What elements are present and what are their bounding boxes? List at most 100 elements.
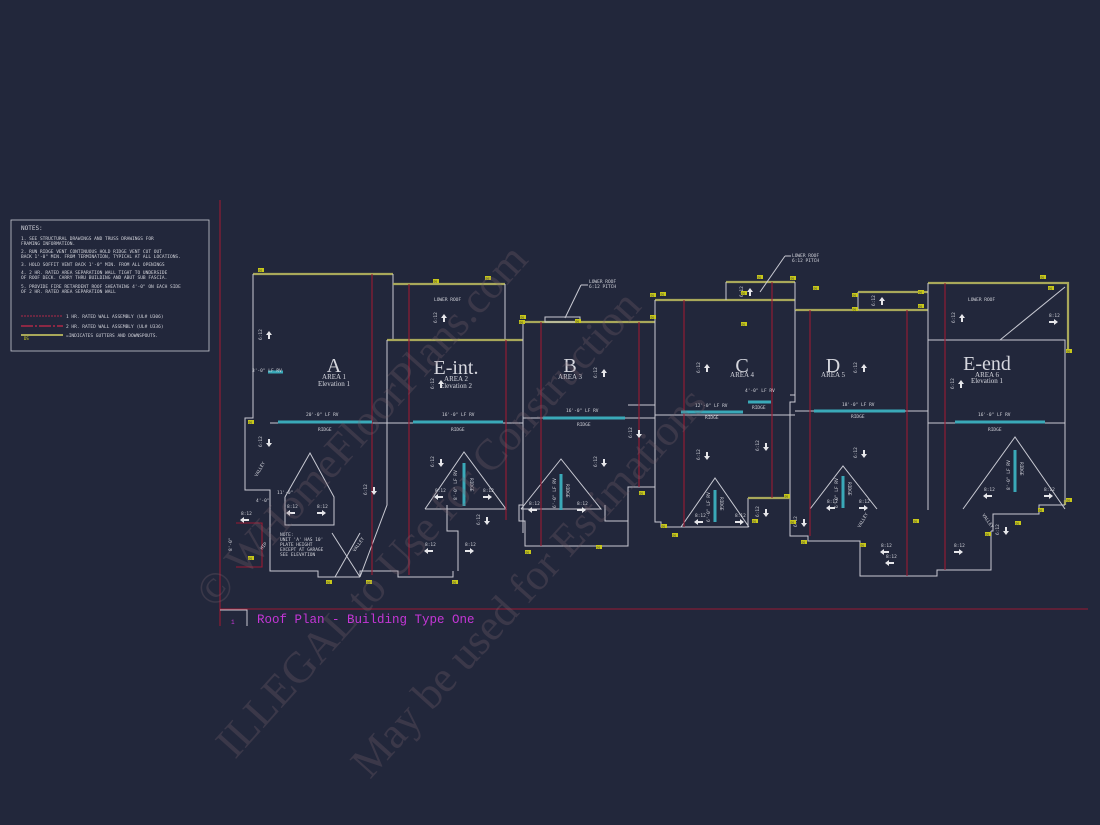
watermark: © WHomeFloorPlans.com ILLEGAL to Use for… <box>186 235 716 787</box>
downspout-icon <box>918 304 924 308</box>
ridge-vents <box>268 370 1045 522</box>
legend-2hr: 2 HR. RATED WALL ASSEMBLY (UL# U336) <box>66 324 164 330</box>
pitch-arrow-icon: 8:12 <box>240 511 252 523</box>
svg-text:8:12: 8:12 <box>954 543 965 549</box>
svg-text:6:12: 6:12 <box>258 329 264 340</box>
downspout-icon <box>520 315 526 319</box>
pitch-arrow-icon: 6:12 <box>258 329 272 340</box>
notes-heading: NOTES: <box>21 225 43 232</box>
pitch-arrow-icon: 6:12 <box>871 295 885 306</box>
pitch-arrow-icon: 8:12 <box>286 504 298 516</box>
pitch-arrow-icon: 8:12 <box>317 504 328 516</box>
pitch-arrow-icon: 8:12 <box>465 542 476 554</box>
dimension: 8'-0" <box>228 537 234 551</box>
unit-c-label: C AREA 4 12'-0" LF RV RIDGE 4'-0" LF RV … <box>695 355 775 421</box>
downspout-icon <box>741 322 747 326</box>
pitch-arrow-icon: 8:12 <box>983 487 995 499</box>
svg-text:RIDGE: RIDGE <box>564 484 570 498</box>
legend-ds: DS <box>24 336 29 341</box>
valley-label: VALLEY <box>254 461 267 478</box>
svg-text:6'-0" LF RV: 6'-0" LF RV <box>552 478 558 508</box>
downspout-icon <box>913 519 919 523</box>
downspout-icon <box>433 279 439 283</box>
downspout-label: DS <box>814 286 818 290</box>
downspout-label: DS <box>673 533 677 537</box>
downspout-icon <box>1066 349 1072 353</box>
small-ridge-length: 4'-0" LF RV <box>745 388 775 394</box>
note-2b: BACK 1'-0" MIN. FROM TERMINATION, TYPICA… <box>21 254 181 260</box>
pitch-arrow-icon: 6:12 <box>430 378 444 389</box>
svg-text:6:12: 6:12 <box>853 447 859 458</box>
ridge-label: RIDGE <box>451 427 465 433</box>
downspout-icon <box>596 545 602 549</box>
pitch-arrow-icon: 8:12 <box>954 543 965 555</box>
note-4: 4. 2 HR. RATED AREA SEPARATION WALL TIGH… <box>21 270 168 276</box>
svg-text:6:12: 6:12 <box>258 436 264 447</box>
pitch-arrow-icon: 6:12 <box>853 362 867 373</box>
downspout-icon <box>258 268 264 272</box>
downspout-label: DS <box>526 550 530 554</box>
svg-text:6:12: 6:12 <box>951 312 957 323</box>
svg-text:6:12: 6:12 <box>755 440 761 451</box>
downspout-icon <box>752 519 758 523</box>
pitch-arrow-icon: 6:12 <box>430 456 444 467</box>
ridge-length: 12'-0" LF RV <box>695 403 728 409</box>
drawing-title-text: Roof Plan - Building Type One <box>257 613 475 627</box>
svg-text:6'-0" LF RV: 6'-0" LF RV <box>834 478 840 508</box>
downspout-label: DS <box>249 420 253 424</box>
downspout-icon <box>326 580 332 584</box>
downspout-label: DS <box>662 524 666 528</box>
svg-text:EXCEPT AT GARAGE: EXCEPT AT GARAGE <box>280 547 324 553</box>
downspout-label: DS <box>791 276 795 280</box>
downspout-label: DS <box>249 556 253 560</box>
downspout-icon <box>650 293 656 297</box>
pitch-arrow-icon: 6:12 <box>755 440 769 451</box>
svg-text:RIDGE: RIDGE <box>468 478 474 492</box>
notes-panel: NOTES: 1. SEE STRUCTURAL DRAWINGS AND TR… <box>10 219 210 352</box>
ridge-label: RIDGE <box>318 427 332 433</box>
downspout-label: DS <box>597 545 601 549</box>
note-4b: OF ROOF DECK. CARRY THRU BUILDING AND AB… <box>21 275 167 281</box>
drawing-number: 1 <box>231 619 235 626</box>
svg-text:6:12 PITCH: 6:12 PITCH <box>792 258 819 264</box>
downspout-label: DS <box>758 275 762 279</box>
svg-text:RIDGE: RIDGE <box>846 482 852 496</box>
svg-text:RIDGE: RIDGE <box>1018 462 1024 476</box>
downspout-icon <box>860 543 866 547</box>
svg-text:RIDGE: RIDGE <box>718 497 724 511</box>
svg-text:8:12: 8:12 <box>241 511 252 517</box>
ridge-label: RIDGE <box>851 414 865 420</box>
downspout-label: DS <box>853 293 857 297</box>
downspout-label: DS <box>327 580 331 584</box>
gable-ridge-labels: 8'-0" LF RV 6'-0" LF RV 6'-0" LF RV 6'-0… <box>453 460 1024 522</box>
pitch-arrow-icon: 8:12 <box>859 499 870 511</box>
unit-area: AREA 1 <box>322 373 346 381</box>
svg-text:NOTE:: NOTE: <box>280 532 294 538</box>
unit-a-label: A AREA 1 Elevation 1 20'-0" LF RV RIDGE <box>306 355 351 433</box>
hip-label: HIP <box>259 541 269 551</box>
note-2: 2. RUN RIDGE VENT CONTINUOUS HOLD RIDGE … <box>21 249 162 255</box>
unit-elevation: Elevation 1 <box>971 377 1004 385</box>
downspout-label: DS <box>651 293 655 297</box>
svg-text:6:12: 6:12 <box>430 378 436 389</box>
downspout-label: DS <box>1039 508 1043 512</box>
pitch-arrow-icon: 6:12 <box>363 484 377 495</box>
pitch-arrow-icon: 6:12 <box>951 312 965 323</box>
unit-letter: C <box>735 355 748 377</box>
ridge-length: 18'-0" LF RV <box>842 402 875 408</box>
svg-text:6:12: 6:12 <box>871 295 877 306</box>
downspout-icon <box>366 580 372 584</box>
downspout-label: DS <box>853 307 857 311</box>
downspout-label: DS <box>486 276 490 280</box>
svg-text:8:12: 8:12 <box>1044 487 1055 493</box>
valley-label: VALLEY <box>857 512 870 529</box>
pitch-arrow-icon: 6:12 <box>696 362 710 373</box>
pitch-arrow-icon: 8:12 <box>880 543 892 555</box>
svg-text:6:12: 6:12 <box>433 312 439 323</box>
unit-d-label: D AREA 5 18'-0" LF RV RIDGE <box>821 355 875 420</box>
downspout-icon <box>852 307 858 311</box>
downspout-label: DS <box>753 519 757 523</box>
downspout-label: DS <box>742 291 746 295</box>
pitch-arrow-icon: 8:12 <box>1049 313 1060 325</box>
